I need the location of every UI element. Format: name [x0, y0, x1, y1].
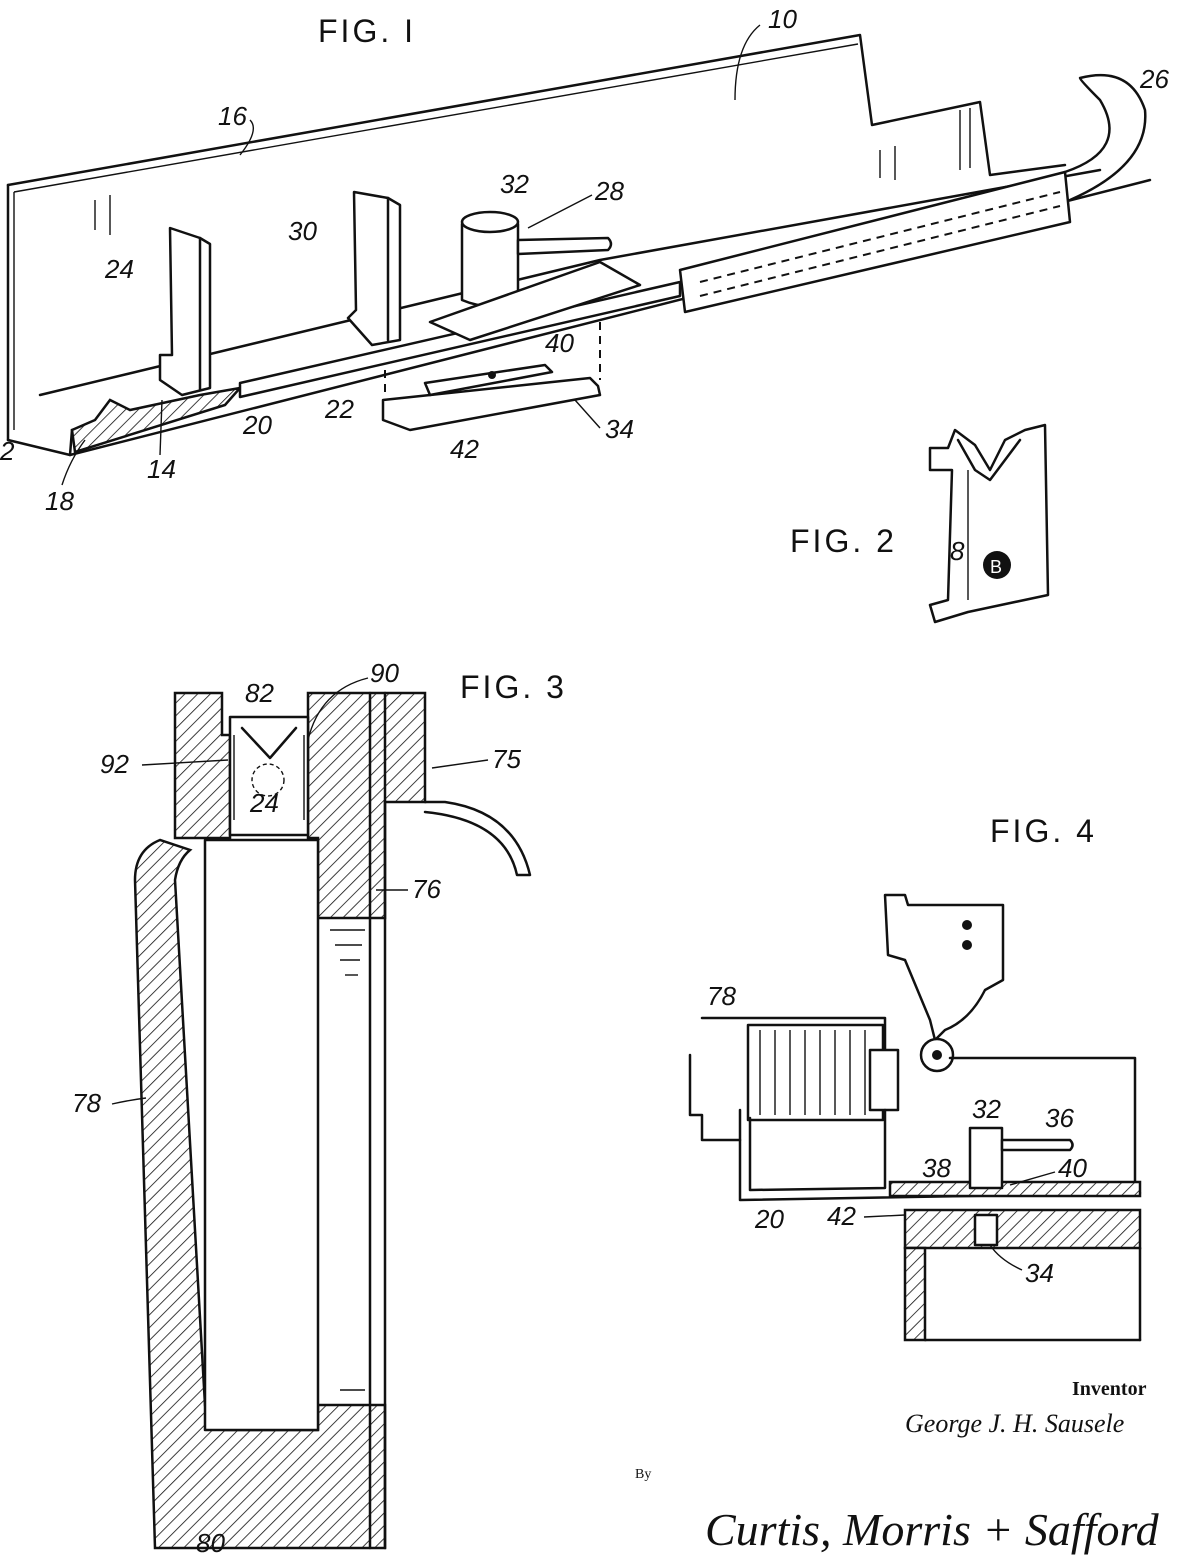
- fig3-ref-80: 80: [196, 1528, 225, 1555]
- fig1-ref-24: 24: [104, 254, 134, 284]
- inventor-name: George J. H. Sausele: [905, 1409, 1124, 1438]
- fig3-ref-92: 92: [100, 749, 129, 779]
- fig1-die-block-34: [381, 376, 602, 432]
- fig4-ref-34: 34: [1025, 1258, 1054, 1288]
- fig1-post-30: [346, 190, 402, 347]
- fig1-ref-14: 14: [147, 454, 176, 484]
- fig1-back-wall: [6, 33, 1067, 187]
- fig3-deflector-75: [423, 800, 532, 877]
- fig4-table: [688, 1053, 1137, 1197]
- fig4-ref-20: 20: [754, 1204, 784, 1234]
- fig3-ref-76: 76: [412, 874, 441, 904]
- fig4-title: FIG. 4: [990, 813, 1097, 849]
- fig3-head-left: [173, 691, 232, 840]
- inventor-heading: Inventor: [1072, 1378, 1147, 1400]
- fig1-ref-12: 2: [0, 436, 15, 466]
- fig1-post-24: [158, 226, 212, 397]
- fig1-ref-16: 16: [218, 101, 247, 131]
- figure-3: FIG. 3 82 90 92 75 24: [72, 658, 567, 1555]
- fig1-track: [678, 170, 1072, 314]
- fig4-ref-38: 38: [922, 1153, 951, 1183]
- fig1-die-40: [423, 363, 554, 397]
- fig3-head-right: [306, 691, 427, 920]
- fig3-ref-90: 90: [370, 658, 399, 688]
- fig4-die-block-34: [903, 1208, 1142, 1250]
- fig4-plunger-32: [968, 1126, 1004, 1190]
- fig2-title: FIG. 2: [790, 523, 897, 559]
- fig2-die-plate: [928, 423, 1050, 624]
- figure-1: FIG. I: [0, 4, 1169, 516]
- fig3-title: FIG. 3: [460, 669, 567, 705]
- fig1-ref-18: 18: [45, 486, 74, 516]
- fig1-ref-20: 20: [242, 410, 272, 440]
- fig1-ref-42: 42: [450, 434, 479, 464]
- fig2-mark-8: 8: [950, 536, 965, 566]
- fig4-ref-32: 32: [972, 1094, 1001, 1124]
- fig1-handle-28: [516, 236, 613, 256]
- fig4-handle-36: [1000, 1138, 1074, 1152]
- fig3-die-cavity: [228, 715, 310, 837]
- fig3-ref-24: 24: [249, 788, 279, 818]
- fig4-ref-40: 40: [1058, 1153, 1087, 1183]
- fig3-ref-82: 82: [245, 678, 274, 708]
- fig3-ref-75: 75: [492, 744, 521, 774]
- fig1-title: FIG. I: [318, 13, 416, 49]
- figure-4: FIG. 4 78: [688, 813, 1142, 1342]
- attorney-by: By: [635, 1467, 651, 1482]
- fig4-ref-78: 78: [707, 981, 736, 1011]
- fig1-ref-32: 32: [500, 169, 529, 199]
- fig1-ref-22: 22: [324, 394, 354, 424]
- inventor-block: Inventor George J. H. Sausele By Curtis,…: [635, 1378, 1160, 1555]
- fig3-chamber: [203, 838, 320, 1432]
- fig4-ref-36: 36: [1045, 1103, 1074, 1133]
- fig1-chute-26: [1063, 73, 1147, 202]
- fig1-ref-10: 10: [768, 4, 797, 34]
- fig1-ref-30: 30: [288, 216, 317, 246]
- fig3-ref-78: 78: [72, 1088, 101, 1118]
- fig4-die-stack: [746, 1023, 900, 1122]
- attorney-signature: Curtis, Morris + Safford: [705, 1504, 1160, 1555]
- fig2-mark-circle: B: [990, 557, 1002, 577]
- fig4-ram: [883, 893, 1005, 1042]
- figure-2: FIG. 2 8 B: [790, 423, 1050, 624]
- fig1-ref-40: 40: [545, 328, 574, 358]
- fig1-ref-28: 28: [594, 176, 624, 206]
- fig1-ref-26: 26: [1139, 64, 1169, 94]
- fig1-ref-34: 34: [605, 414, 634, 444]
- fig4-ref-42: 42: [827, 1201, 856, 1231]
